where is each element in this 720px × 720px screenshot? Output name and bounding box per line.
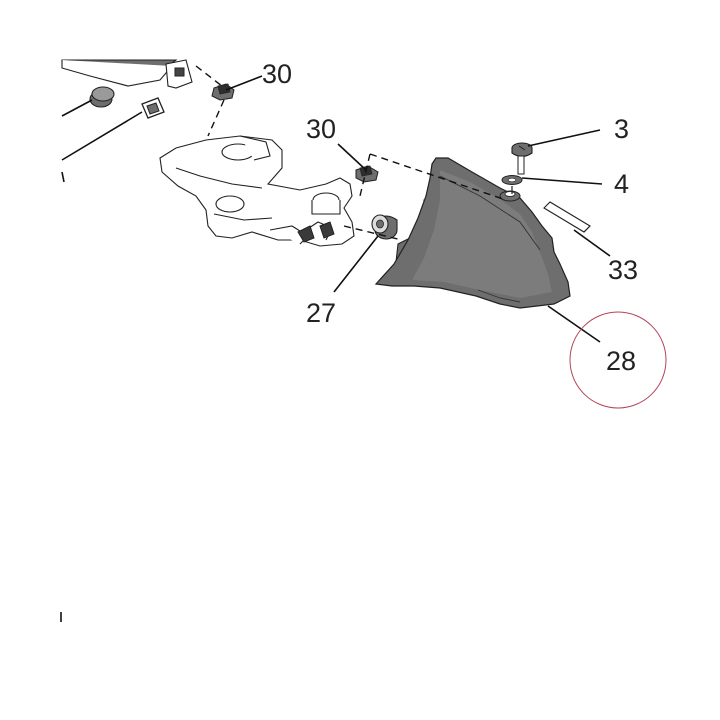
callout-30-upper: 30 [262, 59, 292, 89]
callout-33: 33 [608, 255, 638, 285]
callout-30-lower: 30 [306, 114, 336, 144]
highlight-circle [569, 311, 667, 409]
callout-3: 3 [614, 114, 629, 144]
washer-4 [501, 175, 523, 194]
upper-fairing-fragment [61, 59, 193, 89]
callout-4: 4 [614, 169, 629, 199]
assembly-dashed-lines [195, 65, 507, 241]
leader-lines [225, 75, 611, 343]
square-clip [141, 97, 165, 119]
grommet-left [89, 86, 115, 108]
screw-3 [511, 142, 533, 175]
callout-28: 28 [606, 346, 636, 376]
inner-fairing-bracket [159, 135, 355, 247]
rod-33 [543, 201, 591, 233]
fairing-panel-28 [374, 157, 571, 309]
callout-27: 27 [306, 298, 336, 328]
clip-nut-30-upper [211, 83, 235, 101]
